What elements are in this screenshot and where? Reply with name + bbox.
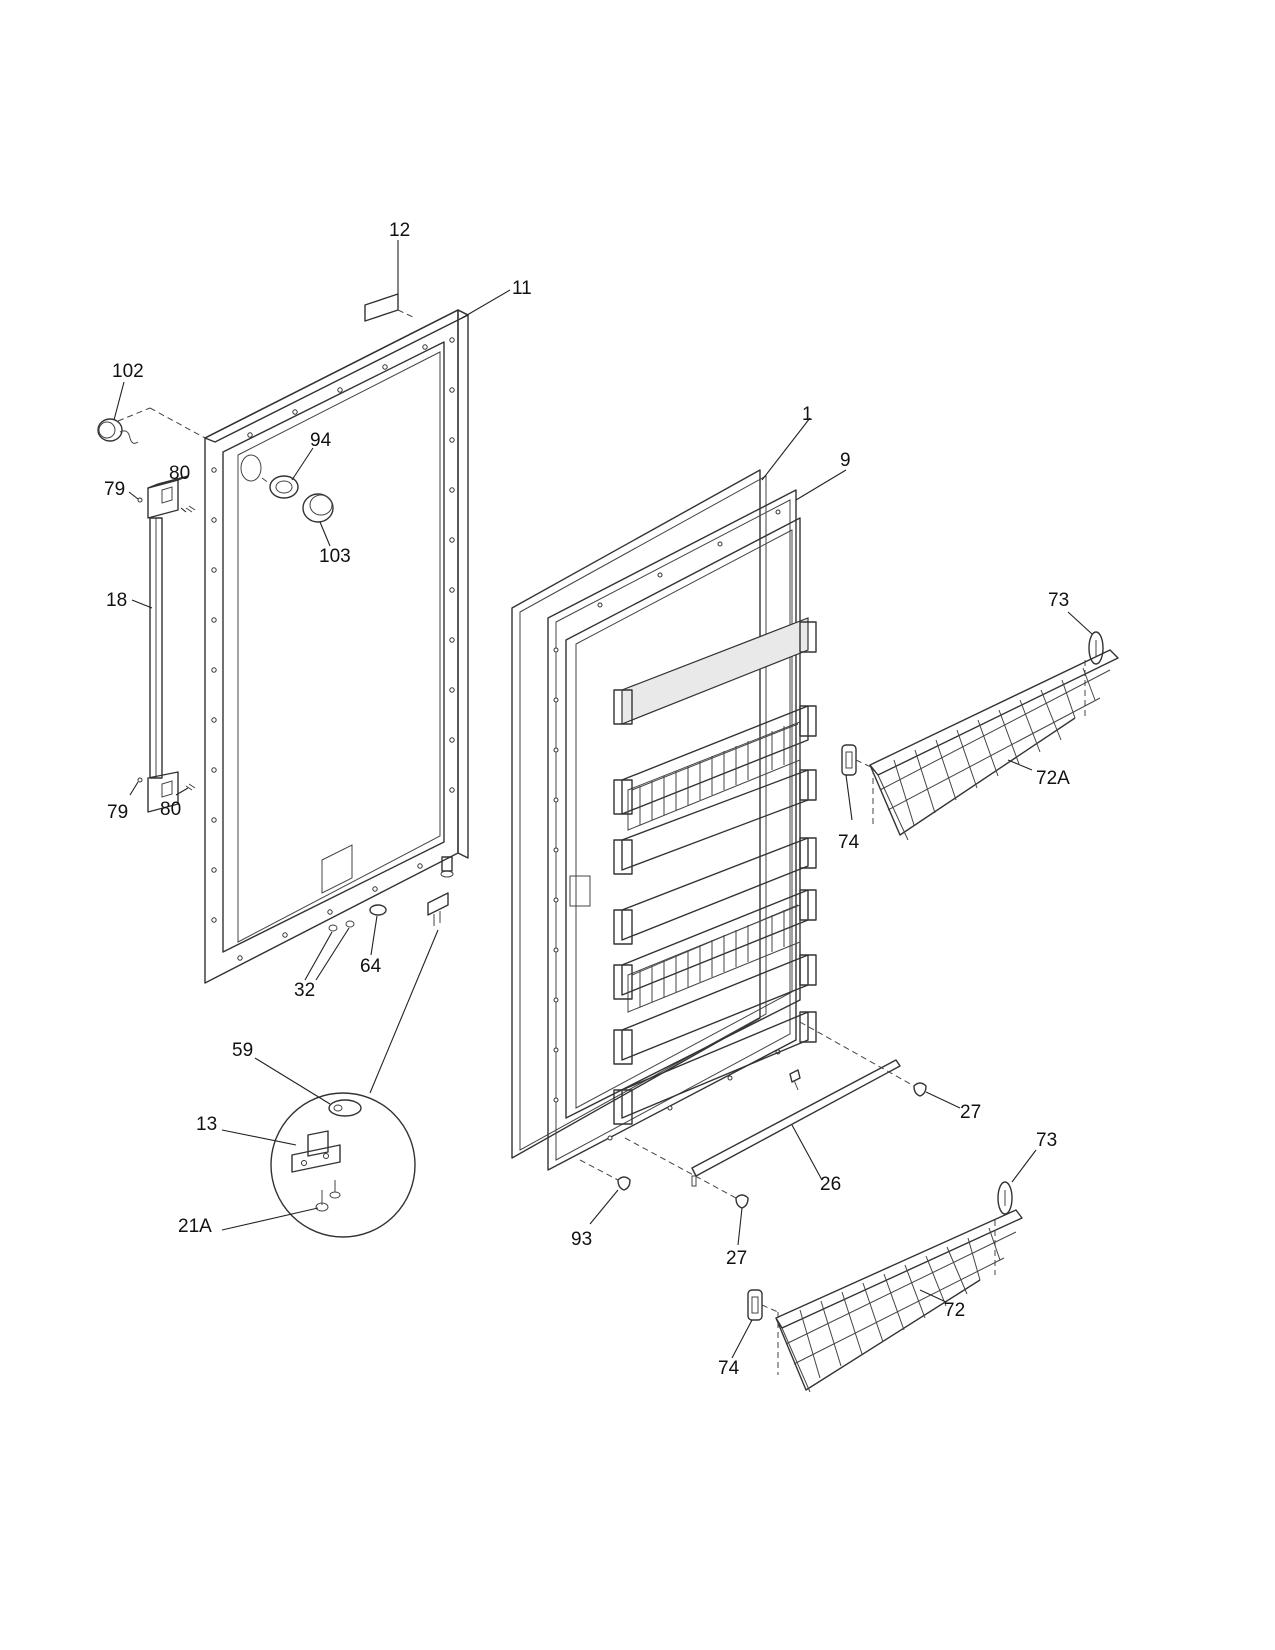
callout-59: 59 [232,1040,253,1061]
ribbed-shelf-upper [627,721,801,831]
gasket-ring-part [261,475,299,499]
callout-103: 103 [319,546,351,567]
door-gasket [511,469,767,1159]
callout-80-bottom: 80 [160,799,181,820]
bottom-trim-strip [691,1059,901,1187]
inner-door-liner [547,489,817,1171]
callout-64: 64 [360,956,382,977]
bottom-screws [579,1021,927,1209]
callout-74-top: 74 [838,832,860,853]
callout-72: 72 [944,1300,965,1321]
washer-parts [328,904,387,932]
callout-93: 93 [571,1229,592,1250]
screw-parts [137,497,196,791]
callout-13: 13 [196,1114,217,1135]
callout-27-right: 27 [960,1102,981,1123]
callout-labels: 12 11 102 94 103 79 80 18 79 80 32 64 59… [104,220,1070,1379]
callout-11: 11 [512,278,532,299]
callout-18: 18 [106,590,127,611]
wire-rack-lower [775,1209,1023,1393]
leader-lines [113,240,1093,1359]
callout-94: 94 [310,430,332,451]
wire-rack-upper [869,649,1119,841]
callout-9: 9 [840,450,851,471]
callout-79-bottom: 79 [107,802,128,823]
bottom-hinge-bracket [427,856,454,926]
callout-74-bottom: 74 [718,1358,740,1379]
callout-80-top: 80 [169,463,190,484]
hinge-detail-view [270,929,439,1238]
callout-26: 26 [820,1174,841,1195]
callout-32: 32 [294,980,315,1001]
shelf-side-brackets [613,621,817,1125]
callout-72A: 72A [1036,768,1070,789]
thermometer-part [97,407,206,444]
plug-part [302,493,334,523]
label-part [364,293,416,322]
callout-27-bottom: 27 [726,1248,747,1269]
liner-screw-holes [553,509,781,1141]
callout-102: 102 [112,361,144,382]
callout-79-top: 79 [104,479,125,500]
outer-door-panel [204,309,469,984]
door-handle-part [147,475,189,813]
panel-screw-holes [211,337,455,961]
rack-clips [747,631,1104,1375]
callout-73-bottom: 73 [1036,1130,1057,1151]
callout-1: 1 [802,404,813,425]
callout-21A: 21A [178,1216,212,1237]
callout-73-top: 73 [1048,590,1069,611]
callout-12: 12 [389,220,410,241]
